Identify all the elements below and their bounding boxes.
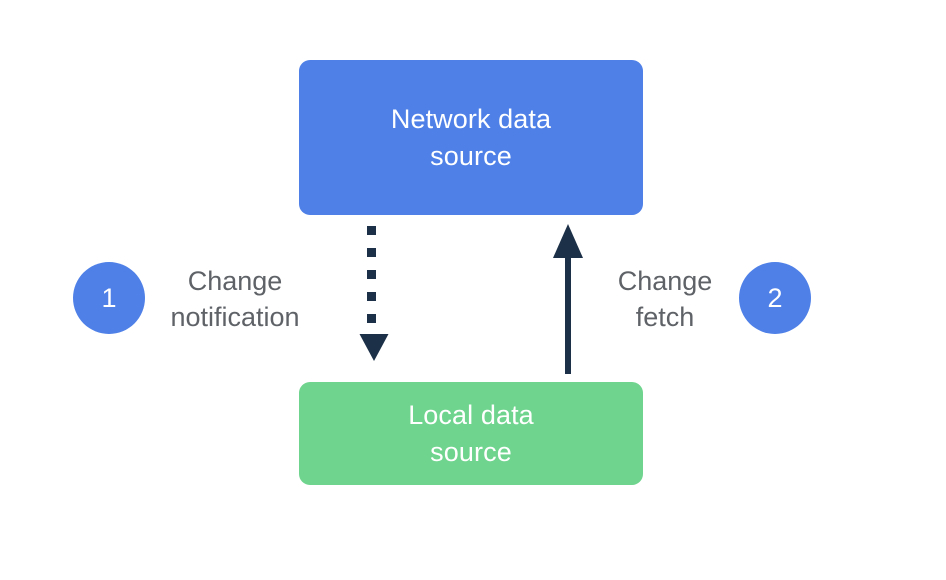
node-network-data-source-label: Network data source xyxy=(390,104,552,171)
step-badge-2-number: 2 xyxy=(767,282,783,313)
arrow-change-fetch-solid-up xyxy=(553,224,583,374)
step-badge-2[interactable]: 2 xyxy=(739,262,811,334)
node-network-data-source[interactable]: Network data source xyxy=(299,60,643,215)
arrow-change-notification-dotted-down xyxy=(359,226,389,361)
edge-label-change-fetch: Change fetch xyxy=(617,266,713,333)
node-local-data-source[interactable]: Local data source xyxy=(299,382,643,485)
step-badge-1-number: 1 xyxy=(101,282,117,313)
node-local-data-source-label: Local data source xyxy=(408,400,534,467)
edge-label-change-notification: Change notification xyxy=(170,266,300,333)
step-badge-1[interactable]: 1 xyxy=(73,262,145,334)
